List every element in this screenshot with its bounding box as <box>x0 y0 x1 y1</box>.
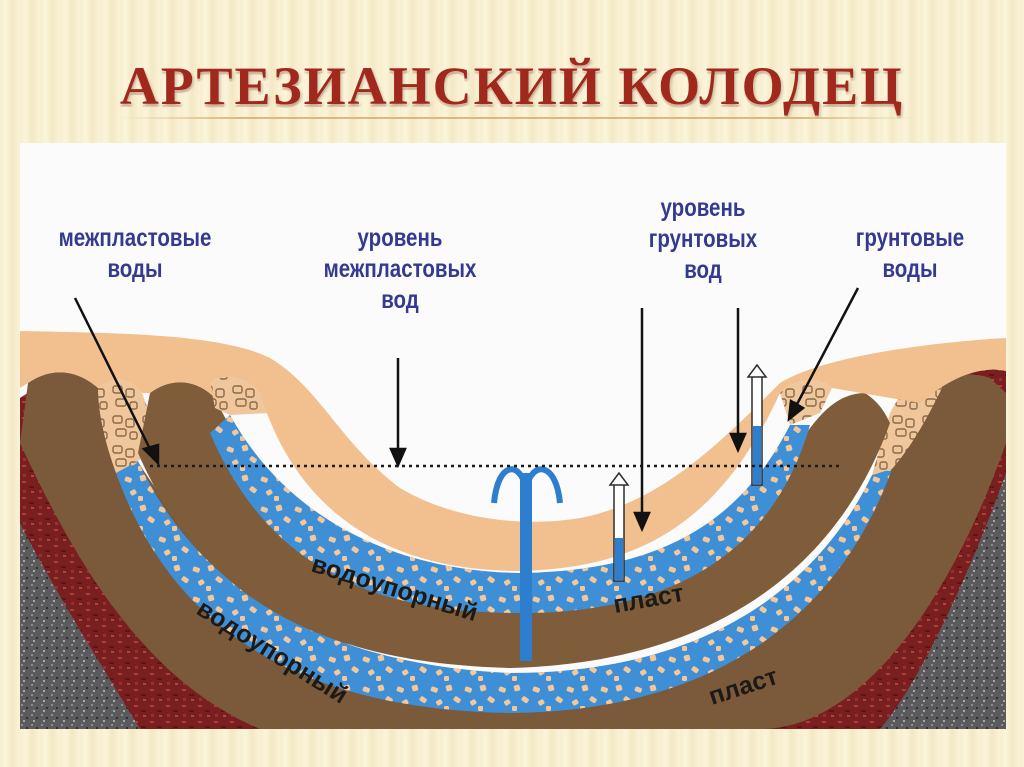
granite-bedrock <box>20 463 1006 729</box>
interlayer-level-arrowhead-icon <box>389 447 407 469</box>
lower-aquifer-gravel <box>116 461 892 713</box>
groundwater-label-line-1: грунтовые <box>855 224 965 252</box>
interlayer-water-level-label-line-1: уровень <box>357 224 443 252</box>
slide-title: АРТЕЗИАНСКИЙ КОЛОДЕЦ <box>119 56 905 116</box>
interlayer-waters-label-line-1: межпластовые <box>58 224 212 252</box>
interlayer-tube-water <box>753 426 761 484</box>
artesian-well-diagram: водоупорный пласт водоупорный пласт межп… <box>20 143 1006 729</box>
groundwater-level-label-line-1: уровень <box>660 194 746 222</box>
artesian-well-pipe <box>520 473 532 661</box>
interlayer-waters-arrowhead-icon <box>141 443 160 467</box>
groundwater-tube-arrow-icon <box>608 471 630 486</box>
title-underline <box>120 117 915 119</box>
interlayer-water-level-label: уровень межпластовых вод <box>306 223 495 316</box>
interlayer-tube-arrow-icon <box>746 363 768 378</box>
groundwater-level-label: уровень грунтовых вод <box>613 193 793 286</box>
groundwater-level-label-line-2: грунтовых <box>648 225 758 253</box>
interlayer-waters-pointer <box>73 297 154 454</box>
groundwater-pointer <box>793 287 860 409</box>
interlayer-water-level-label-line-2: межпластовых <box>323 255 477 283</box>
upper-impermeable-layer <box>138 382 890 668</box>
groundwater-arrowhead-icon <box>787 398 806 422</box>
left-upper-recharge-zone <box>210 377 270 415</box>
groundwater-level-right-arrowhead-icon <box>729 432 747 454</box>
fountain-spray <box>491 466 563 504</box>
groundwater-level-label-line-3: вод <box>684 256 722 284</box>
groundwater-label: грунтовые воды <box>832 223 988 285</box>
groundwater-label-line-2: воды <box>882 255 938 283</box>
groundwater-level-left-arrowhead-icon <box>633 511 651 533</box>
interlayer-waters-label-line-2: воды <box>107 255 163 283</box>
upper-aquifer-gravel <box>210 415 810 613</box>
topsoil <box>20 331 1006 571</box>
groundwater-tube-water <box>615 538 623 580</box>
label-pointers <box>73 287 860 533</box>
interlayer-water-level-label-line-3: вод <box>381 286 419 314</box>
interlayer-waters-label: межпластовые воды <box>41 223 230 285</box>
right-lower-recharge-zone <box>872 381 942 475</box>
diagram-canvas: водоупорный пласт водоупорный пласт <box>20 143 1006 729</box>
